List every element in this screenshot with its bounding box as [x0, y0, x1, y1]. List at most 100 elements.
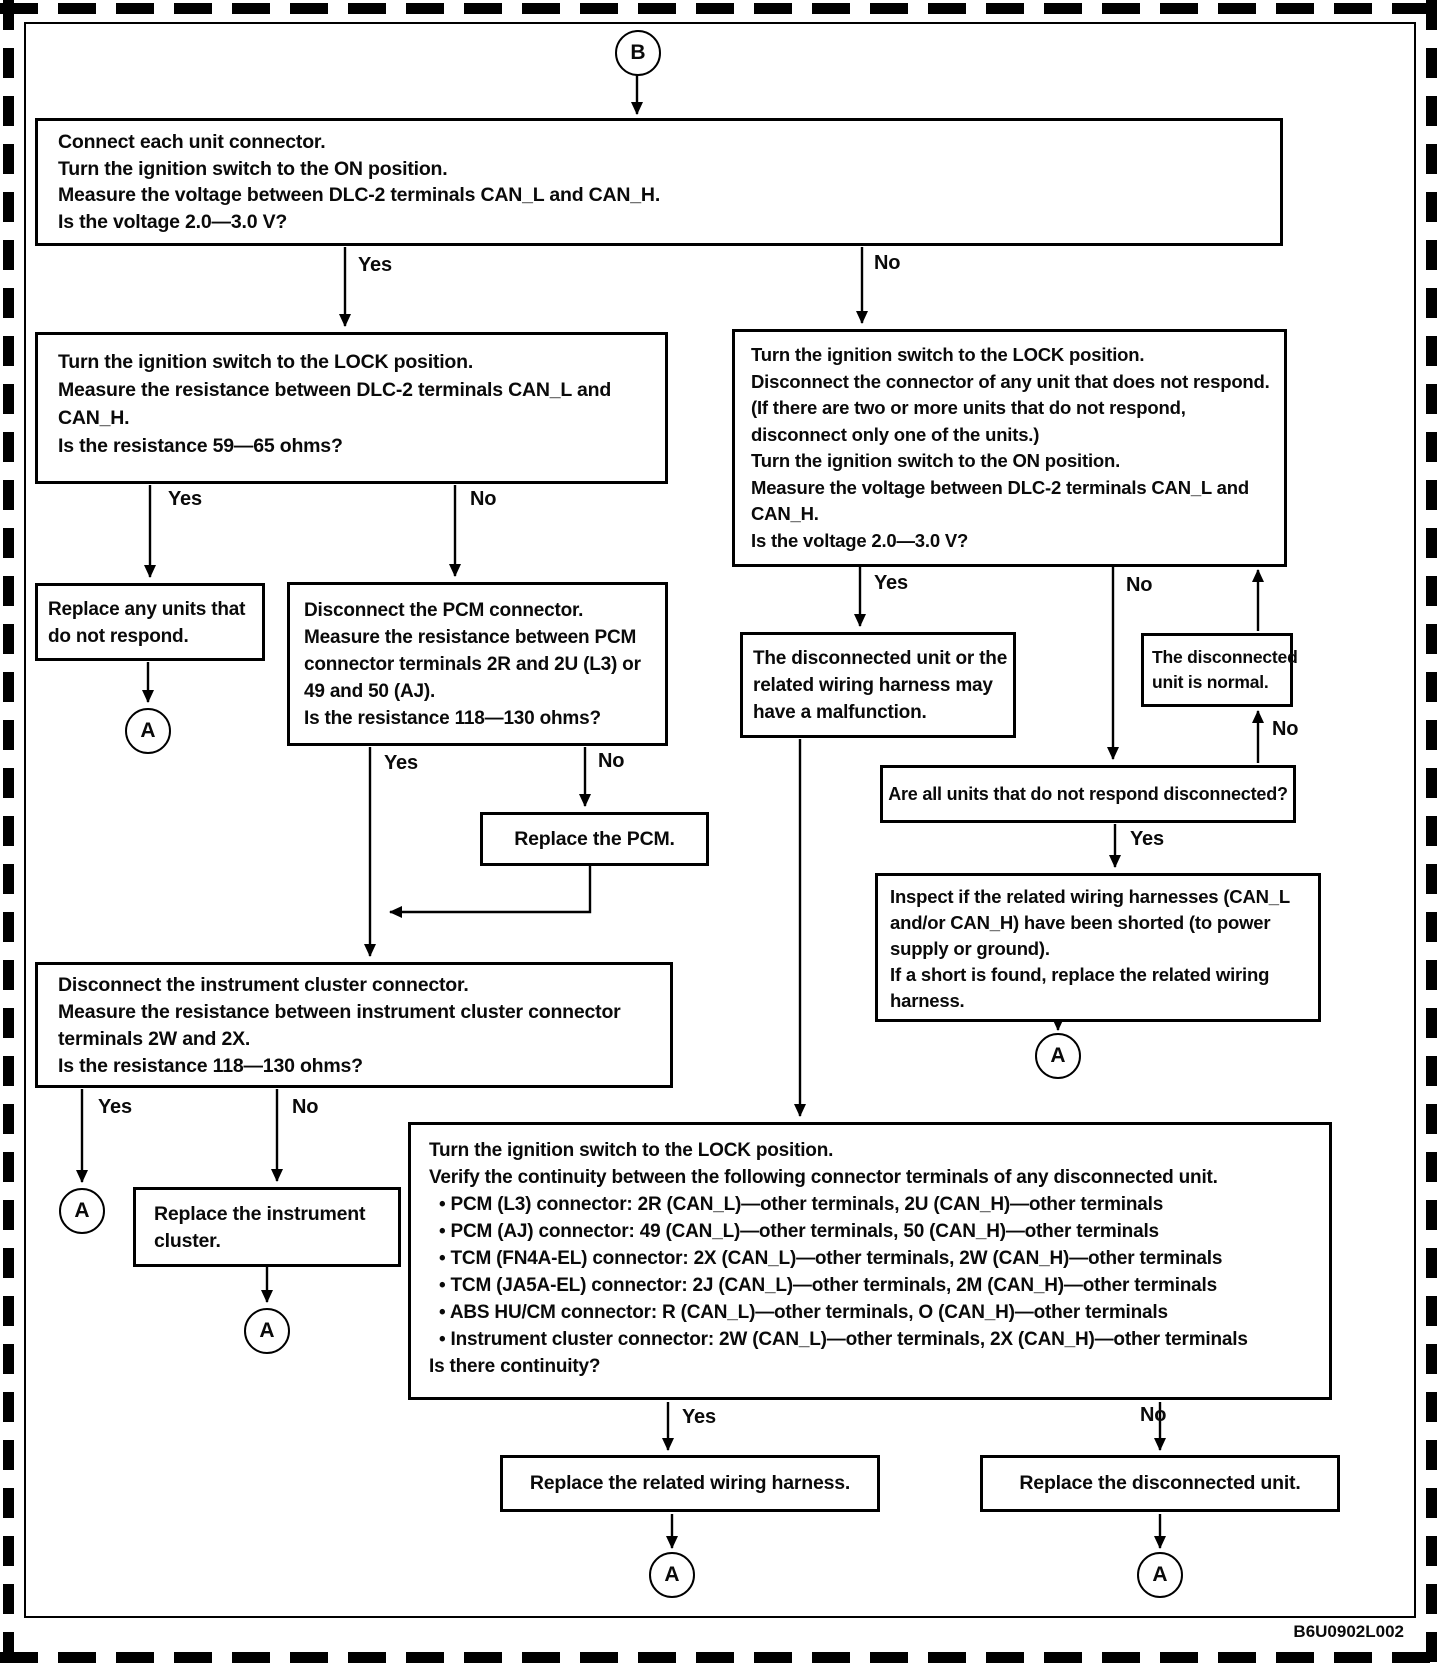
- text-line: have a malfunction.: [753, 702, 927, 723]
- text-line: Is the voltage 2.0—3.0 V?: [751, 529, 969, 551]
- text-line: Turn the ignition switch to the LOCK pos…: [58, 351, 474, 373]
- text-line: Measure the resistance between instrumen…: [58, 1001, 621, 1023]
- text-line: Is the resistance 118—130 ohms?: [58, 1055, 363, 1077]
- inner-frame: [24, 22, 1416, 1618]
- node-check-pcm: Disconnect the PCM connector. Measure th…: [287, 582, 668, 746]
- text-line: Replace the instrument: [154, 1203, 366, 1225]
- text-line: If a short is found, replace the related…: [890, 964, 1270, 985]
- text-line: Replace the PCM.: [514, 827, 675, 850]
- text-line: Measure the resistance between PCM: [304, 627, 637, 648]
- node-unit-malfunction: The disconnected unit or the related wir…: [740, 632, 1016, 738]
- label-yes: Yes: [168, 488, 202, 510]
- text-line: Turn the ignition switch to the LOCK pos…: [751, 344, 1145, 365]
- text-line: Is there continuity?: [429, 1356, 601, 1377]
- text-line: Inspect if the related wiring harnesses …: [890, 886, 1290, 907]
- text-line: terminals 2W and 2X.: [58, 1028, 251, 1050]
- text-line: cluster.: [154, 1230, 221, 1252]
- connector-a-6: A: [1137, 1552, 1183, 1598]
- text-line: Is the voltage 2.0—3.0 V?: [58, 210, 288, 233]
- dashed-border-bottom: [0, 1652, 1440, 1663]
- text-line: • PCM (AJ) connector: 49 (CAN_L)—other t…: [439, 1221, 1159, 1242]
- text-line: Disconnect the PCM connector.: [304, 600, 584, 621]
- text-line: Replace the related wiring harness.: [529, 1472, 851, 1494]
- text-line: supply or ground).: [890, 938, 1050, 959]
- label-no: No: [292, 1096, 319, 1118]
- node-verify-continuity: Turn the ignition switch to the LOCK pos…: [408, 1122, 1332, 1400]
- node-inspect-harness: Inspect if the related wiring harnesses …: [875, 873, 1321, 1022]
- label-no: No: [1272, 718, 1299, 740]
- text-line: Are all units that do not respond discon…: [888, 783, 1288, 804]
- label-no: No: [1126, 574, 1153, 596]
- text-line: The disconnected: [1152, 647, 1298, 667]
- label-yes: Yes: [384, 752, 418, 774]
- connector-b-label: B: [630, 41, 646, 64]
- label-yes: Yes: [874, 572, 908, 594]
- text-line: Is the resistance 118—130 ohms?: [304, 708, 601, 729]
- text-line: Disconnect the connector of any unit tha…: [751, 370, 1270, 392]
- text-line: The disconnected unit or the: [753, 648, 1008, 669]
- connector-a-5: A: [649, 1552, 695, 1598]
- text-line: Turn the ignition switch to the LOCK pos…: [429, 1140, 834, 1161]
- connector-a-label: A: [259, 1319, 275, 1342]
- connector-a-1: A: [125, 708, 171, 754]
- node-unit-normal: The disconnected unit is normal.: [1141, 633, 1298, 707]
- label-no: No: [470, 488, 497, 510]
- text-line: connector terminals 2R and 2U (L3) or: [304, 654, 641, 675]
- text-line: (If there are two or more units that do …: [751, 397, 1186, 418]
- connector-a-label: A: [140, 719, 156, 742]
- text-line: Disconnect the instrument cluster connec…: [58, 974, 469, 996]
- text-line: harness.: [890, 990, 965, 1011]
- connector-a-3: A: [244, 1308, 290, 1354]
- dashed-border-right: [1426, 0, 1437, 1666]
- text-line: Connect each unit connector.: [58, 131, 326, 153]
- text-line: and/or CAN_H) have been shorted (to powe…: [890, 912, 1271, 933]
- label-no: No: [1140, 1404, 1167, 1426]
- connector-a-label: A: [664, 1563, 680, 1586]
- dashed-border-top: [0, 3, 1440, 14]
- text-line: Replace the disconnected unit.: [1019, 1472, 1301, 1494]
- text-line: Verify the continuity between the follow…: [429, 1167, 1218, 1188]
- label-yes: Yes: [682, 1406, 716, 1428]
- label-yes: Yes: [98, 1096, 132, 1118]
- text-line: disconnect only one of the units.): [751, 423, 1040, 445]
- connector-a-label: A: [74, 1199, 90, 1222]
- text-line: • TCM (FN4A-EL) connector: 2X (CAN_L)—ot…: [439, 1248, 1223, 1269]
- connector-a-label: A: [1050, 1044, 1066, 1067]
- dashed-border-left: [3, 0, 14, 1666]
- text-line: • PCM (L3) connector: 2R (CAN_L)—other t…: [439, 1194, 1164, 1215]
- text-line: CAN_H.: [751, 503, 819, 524]
- text-line: Turn the ignition switch to the ON posit…: [751, 450, 1121, 471]
- node-check-resistance-dlc2: Turn the ignition switch to the LOCK pos…: [35, 332, 668, 484]
- label-no: No: [598, 750, 625, 772]
- text-line: 49 and 50 (AJ).: [304, 681, 436, 702]
- text-line: CAN_H.: [58, 407, 130, 429]
- node-start: Connect each unit connector. Turn the ig…: [35, 118, 1283, 246]
- text-line: Is the resistance 59—65 ohms?: [58, 435, 343, 457]
- connector-b: B: [615, 30, 661, 76]
- text-line: Replace any units that: [48, 599, 246, 620]
- text-line: Turn the ignition switch to the ON posit…: [58, 157, 448, 180]
- node-disconnect-unit: Turn the ignition switch to the LOCK pos…: [732, 329, 1287, 567]
- connector-a-label: A: [1152, 1563, 1168, 1586]
- node-check-cluster: Disconnect the instrument cluster connec…: [35, 962, 673, 1088]
- text-line: Measure the voltage between DLC-2 termin…: [58, 184, 661, 206]
- text-line: • Instrument cluster connector: 2W (CAN_…: [439, 1329, 1248, 1350]
- node-replace-cluster: Replace the instrument cluster.: [133, 1187, 401, 1267]
- text-line: • ABS HU/CM connector: R (CAN_L)—other t…: [439, 1302, 1168, 1323]
- connector-a-2: A: [59, 1188, 105, 1234]
- text-line: related wiring harness may: [753, 675, 993, 696]
- label-yes: Yes: [358, 254, 392, 276]
- node-replace-harness: Replace the related wiring harness.: [500, 1455, 880, 1512]
- text-line: Measure the resistance between DLC-2 ter…: [58, 379, 612, 401]
- text-line: do not respond.: [48, 626, 189, 647]
- node-replace-units: Replace any units that do not respond.: [35, 583, 265, 661]
- node-replace-disconnected-unit: Replace the disconnected unit.: [980, 1455, 1340, 1512]
- connector-a-4: A: [1035, 1033, 1081, 1079]
- label-yes: Yes: [1130, 828, 1164, 850]
- node-replace-pcm: Replace the PCM.: [480, 812, 709, 866]
- node-all-disconnected: Are all units that do not respond discon…: [880, 765, 1296, 823]
- text-line: unit is normal.: [1152, 672, 1269, 692]
- doc-code: B6U0902L002: [1293, 1622, 1404, 1641]
- label-no: No: [874, 252, 901, 274]
